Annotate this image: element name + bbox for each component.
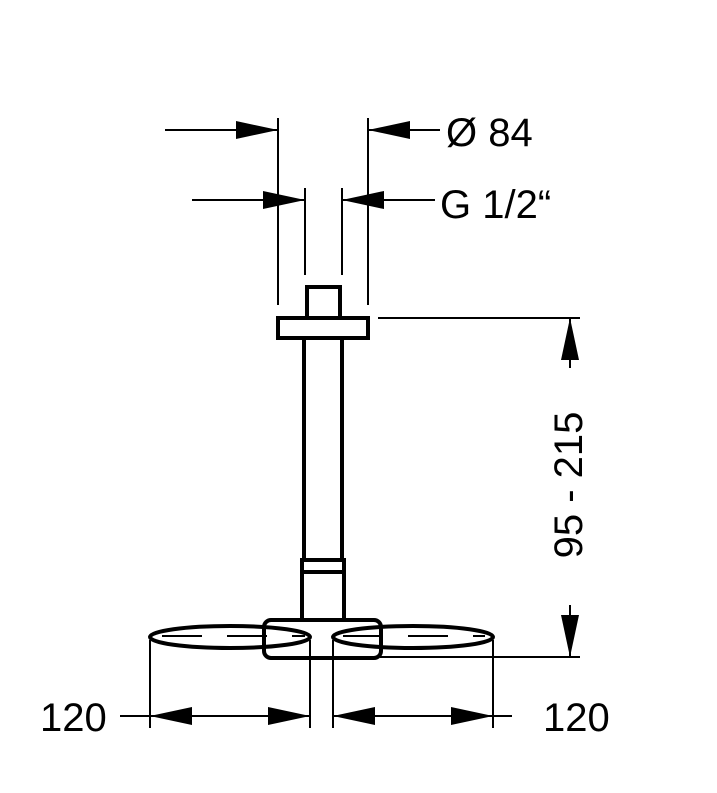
arrow-down-icon <box>561 615 579 657</box>
left-width-label: 120 <box>40 696 107 740</box>
arrow-left-icon <box>150 707 192 725</box>
arrow-right-icon <box>236 121 278 139</box>
arrow-right-icon <box>451 707 493 725</box>
right-width-label: 120 <box>543 696 610 740</box>
arrow-right-icon <box>268 707 310 725</box>
thread-label: G 1/2“ <box>440 183 551 227</box>
arrow-left-icon <box>333 707 375 725</box>
thread-dimension: G 1/2“ <box>192 183 551 275</box>
arrow-up-icon <box>561 318 579 360</box>
height-dimension: 95 - 215 <box>378 317 591 658</box>
arrow-left-icon <box>368 121 410 139</box>
shower-arm <box>148 285 495 660</box>
arrow-right-icon <box>263 191 305 209</box>
arrow-left-icon <box>342 191 384 209</box>
width-dimensions: 120 120 <box>40 640 610 740</box>
diameter-label: Ø 84 <box>446 111 533 155</box>
height-label: 95 - 215 <box>547 412 591 559</box>
diameter-dimension: Ø 84 <box>165 111 533 305</box>
